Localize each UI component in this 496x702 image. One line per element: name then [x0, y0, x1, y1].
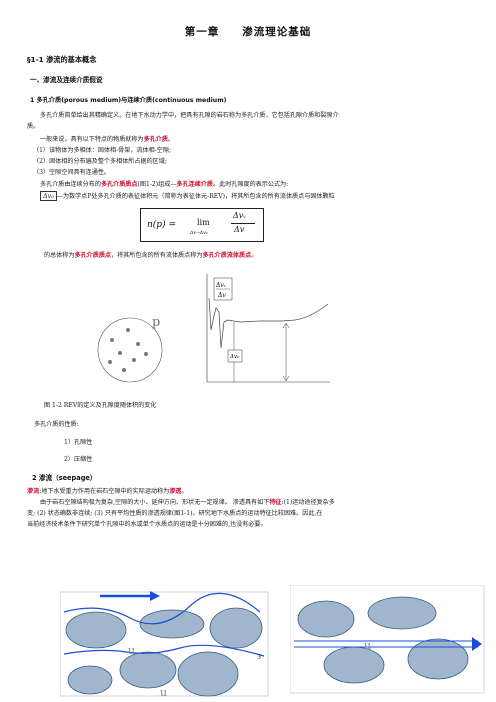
flow-path-2 [63, 644, 265, 657]
point-p-label: p [152, 315, 160, 330]
grain-4 [119, 651, 177, 689]
grain-r1 [297, 600, 355, 638]
velocity-label-top: u [128, 644, 135, 657]
properties-heading: 多孔介质的性质: [34, 421, 79, 428]
left-flow-figure: u u [60, 591, 269, 699]
ratio-denominator: Δv [217, 292, 226, 299]
rev-axes [206, 274, 330, 383]
item1-paragraph-line1: 多孔介质简单给出其精确定义。在地下水动力学中，把具有孔隙的岩石称为多孔介质，它包… [40, 112, 339, 119]
particle-def-mid: ，将其所包含的所有流体质点称为 [111, 252, 203, 259]
rev-figure: p Δvᵥ Δv Δv₀ [97, 274, 330, 383]
figure-caption: 图 1-2 REV的定义及孔隙度随体积的变化 [44, 402, 157, 409]
grain-2 [139, 609, 205, 639]
velocity-label-bottom: u [160, 686, 167, 699]
velocity-label-right: u [364, 639, 371, 652]
grain-r2 [367, 596, 437, 630]
dv0-axis-label: Δv₀ [229, 354, 240, 360]
grain-5 [177, 651, 239, 697]
grain-r3 [323, 646, 385, 684]
porous-definition-suffix: 。 [167, 136, 175, 143]
seepage-def-suffix: 。 [181, 488, 188, 495]
rev-definition-text: —为数学点P处多孔介质的表征体积元（简称为表征体元-REV)，将其所包含的所有流… [56, 193, 335, 200]
property-porosity: 1）孔隙性 [64, 439, 93, 446]
formula-fraction-bar [231, 223, 255, 224]
chapter-title: 第一章 渗流理论基础 [184, 26, 312, 38]
feature-item-3: （3）空隙空间具有连通性。 [33, 169, 111, 176]
seepage-term: 渗流 [27, 488, 40, 495]
ratio-label-box [213, 277, 233, 301]
rev-intro-mid: (图1-2)组成— [137, 181, 177, 188]
particle-def-suffix: 。 [251, 252, 258, 259]
porous-sample-circle [97, 317, 163, 383]
formula-limit-sub: Δv→Δv₀ [190, 231, 208, 236]
grain-r4 [407, 638, 469, 680]
rev-intro-prefix: 多孔介质由连续分布的 [40, 181, 101, 188]
feature-item-2: （2）固体相的分布遍及整个多相体所占据的区域; [33, 158, 167, 165]
porous-definition-line: 一般来说，具有以下特点的物质就称为多孔介质。 [40, 134, 174, 143]
feature-term: 特征 [269, 499, 282, 506]
seepage-line1-a: 由于岩石空隙结构极为复杂,空隙的大小、延伸方向、形状无一定规律。 渗透具有如下 [40, 499, 270, 506]
fluid-particle-term: 多孔介质流体质点 [202, 252, 252, 259]
seepage-paragraph-line2: 变; (2) 状态确数非连续; (3) 只有平均性质的渗透规律(图1-1)。研究… [27, 510, 323, 517]
rev-intro-suffix: 。此时孔隙度的表示公式为: [213, 181, 289, 188]
item2-heading: 2 渗流（seepage） [32, 474, 97, 482]
grain-1 [65, 611, 127, 649]
rev-intro-line: 多孔介质由连续分布的多孔介质质点(图1-2)组成—多孔连续介质。此时孔隙度的表示… [40, 179, 288, 188]
seepage-paragraph-line3: 当前经济技术条件下研究单个孔隙中的水或单个水质点的运动是十分困难的,也没有必要。 [27, 521, 267, 528]
porous-definition-prefix: 一般来说，具有以下特点的物质就称为 [40, 136, 144, 143]
right-flow-figure: u [290, 585, 485, 694]
flow-path-1 [63, 592, 261, 625]
porosity-formula: n(p) = lim Δv→Δv₀ Δvᵥ Δv [140, 208, 264, 242]
grain-6 [67, 665, 113, 695]
formula-lhs: n(p) = [147, 220, 176, 230]
seepage-def-text: :地下水受重力作用在岩石空隙中的实际运动称为 [39, 488, 170, 495]
seepage-term-2: 渗透 [169, 488, 182, 495]
rev-definition-line: Δv₀—为数学点P处多孔介质的表征体积元（简称为表征体元-REV)，将其所包含的… [40, 191, 335, 201]
porous-particle-term: 多孔介质质点 [100, 181, 138, 188]
property-compressibility: 2）压缩性 [64, 456, 93, 463]
item1-paragraph-line2: 质。 [27, 123, 40, 130]
grain-3 [209, 607, 263, 649]
section-heading: §1-1 渗流的基本概念 [27, 55, 97, 64]
seepage-paragraph-line1: 由于岩石空隙结构极为复杂,空隙的大小、延伸方向、形状无一定规律。 渗透具有如下特… [40, 497, 335, 506]
seepage-line1-b: :(1)运动途径复杂多 [281, 499, 335, 506]
seepage-definition: 渗流:地下水受重力作用在岩石空隙中的实际运动称为渗透。 [27, 486, 188, 495]
dv0-symbol: Δv₀ [40, 191, 57, 201]
formula-denominator: Δv [234, 225, 245, 234]
formula-lim: lim [197, 218, 210, 227]
formula-numerator: Δvᵥ [233, 211, 247, 220]
item1-heading: 1 多孔介质(porous medium)与连续介质(continuous me… [30, 97, 227, 104]
particle-term: 多孔介质质点 [74, 252, 112, 259]
porous-continuum-term: 多孔连续介质 [176, 181, 214, 188]
particle-definition-line: 的总体称为多孔介质质点，将其所包含的所有流体质点称为多孔介质流体质点。 [44, 250, 257, 259]
particle-def-prefix: 的总体称为 [44, 252, 75, 259]
porosity-curve [208, 297, 329, 349]
ratio-numerator: Δvᵥ [215, 282, 226, 289]
porous-medium-term: 多孔介质 [143, 136, 168, 143]
page-number: 3 [257, 654, 261, 661]
feature-item-1: （1）该物体为多相体：固体相-骨架，流体相-空隙; [33, 147, 172, 154]
dv0-label-box [227, 349, 243, 363]
subsection-heading: 一、渗流及连续介质假说 [30, 76, 103, 84]
